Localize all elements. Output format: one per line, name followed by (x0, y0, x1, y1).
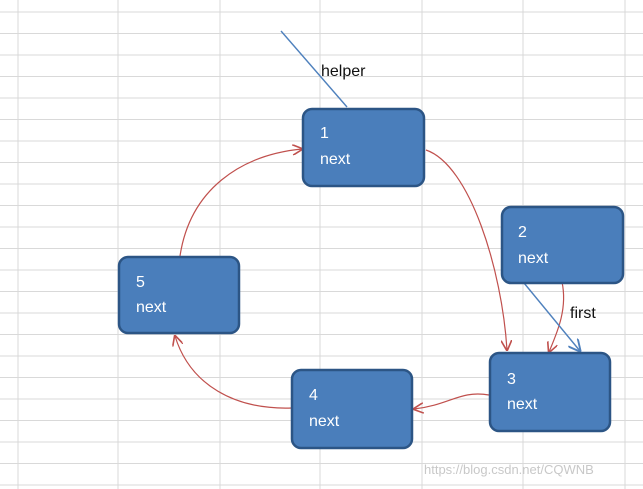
edge-2-to-3 (549, 281, 565, 352)
node-2: 2 next (500, 205, 625, 285)
watermark-text: https://blog.csdn.net/CQWNB (424, 462, 594, 477)
node-3: 3 next (488, 351, 612, 433)
node-1: 1 next (301, 107, 426, 188)
node-4-value: 4 (309, 387, 318, 404)
node-2-box (500, 205, 625, 285)
first-pointer-line (523, 282, 580, 351)
node-5-next-field: next (136, 299, 167, 316)
node-3-next-field: next (507, 396, 538, 413)
node-3-value: 3 (507, 371, 516, 388)
edge-3-to-4 (414, 393, 490, 409)
node-1-next-field: next (320, 151, 351, 168)
edge-1-to-3 (425, 149, 507, 350)
node-5: 5 next (117, 255, 241, 335)
first-label: first (570, 305, 596, 322)
edge-5-to-1 (179, 149, 302, 257)
node-2-next-field: next (518, 250, 549, 267)
node-5-box (117, 255, 241, 335)
node-3-box (488, 351, 612, 433)
node-1-box (301, 107, 426, 188)
node-4-box (290, 368, 414, 450)
node-1-value: 1 (320, 125, 329, 142)
helper-label: helper (321, 63, 366, 80)
node-4-next-field: next (309, 413, 340, 430)
node-4: 4 next (290, 368, 414, 450)
node-5-value: 5 (136, 274, 145, 291)
helper-pointer-line (280, 30, 348, 108)
edge-4-to-5 (175, 336, 293, 409)
node-2-value: 2 (518, 224, 527, 241)
